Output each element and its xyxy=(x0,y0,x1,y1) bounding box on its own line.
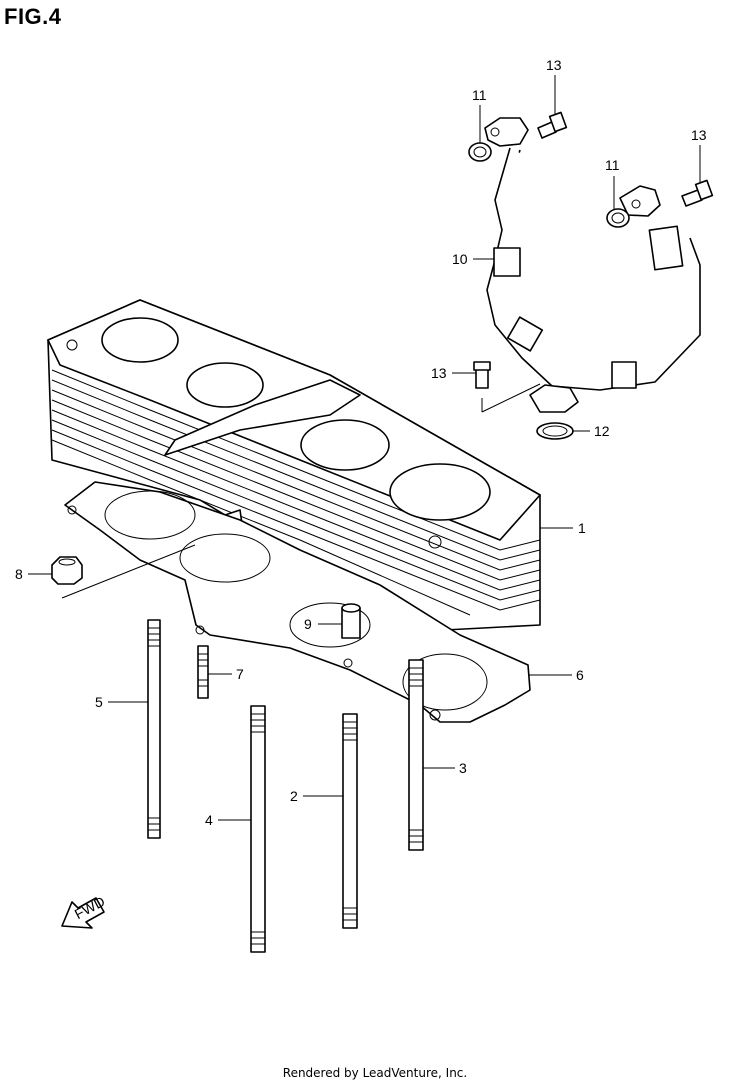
callout-11b: 11 xyxy=(605,157,620,173)
stud-bolt-5[interactable] xyxy=(147,619,161,839)
callout-3: 3 xyxy=(459,760,467,776)
o-ring-11a[interactable] xyxy=(468,142,492,162)
stud-bolt-2[interactable] xyxy=(342,713,358,929)
render-credit: Rendered by LeadVenture, Inc. xyxy=(282,1066,468,1080)
o-ring-11b[interactable] xyxy=(606,208,630,228)
leader-lines xyxy=(28,75,701,821)
oil-hose[interactable] xyxy=(484,117,701,413)
callout-12: 12 xyxy=(594,423,610,439)
o-ring-12[interactable] xyxy=(536,422,574,440)
fwd-arrow-icon: FWD xyxy=(61,893,107,929)
callout-8: 8 xyxy=(15,566,23,582)
stud-bolt-4[interactable] xyxy=(250,705,266,953)
bolt-13a[interactable] xyxy=(537,111,568,139)
callout-5: 5 xyxy=(95,694,103,710)
callout-10: 10 xyxy=(452,251,468,267)
callout-11a: 11 xyxy=(472,87,487,103)
cap-nut[interactable] xyxy=(51,556,83,585)
dowel-stud-7[interactable] xyxy=(197,645,209,699)
stud-bolt-3[interactable] xyxy=(408,659,424,851)
cylinder-block[interactable] xyxy=(47,299,541,631)
callout-9: 9 xyxy=(304,616,312,632)
figure-title: FIG.4 xyxy=(4,4,62,29)
callout-6: 6 xyxy=(576,667,584,683)
callout-1: 1 xyxy=(578,520,586,536)
callout-7: 7 xyxy=(236,666,244,682)
dowel-pin[interactable] xyxy=(341,603,361,639)
bolt-13b[interactable] xyxy=(681,179,714,207)
callout-4: 4 xyxy=(205,812,213,828)
callout-13b: 13 xyxy=(691,127,707,143)
callout-2: 2 xyxy=(290,788,298,804)
callout-13c: 13 xyxy=(431,365,447,381)
bolt-13c[interactable] xyxy=(473,361,491,389)
callout-13a: 13 xyxy=(546,57,562,73)
